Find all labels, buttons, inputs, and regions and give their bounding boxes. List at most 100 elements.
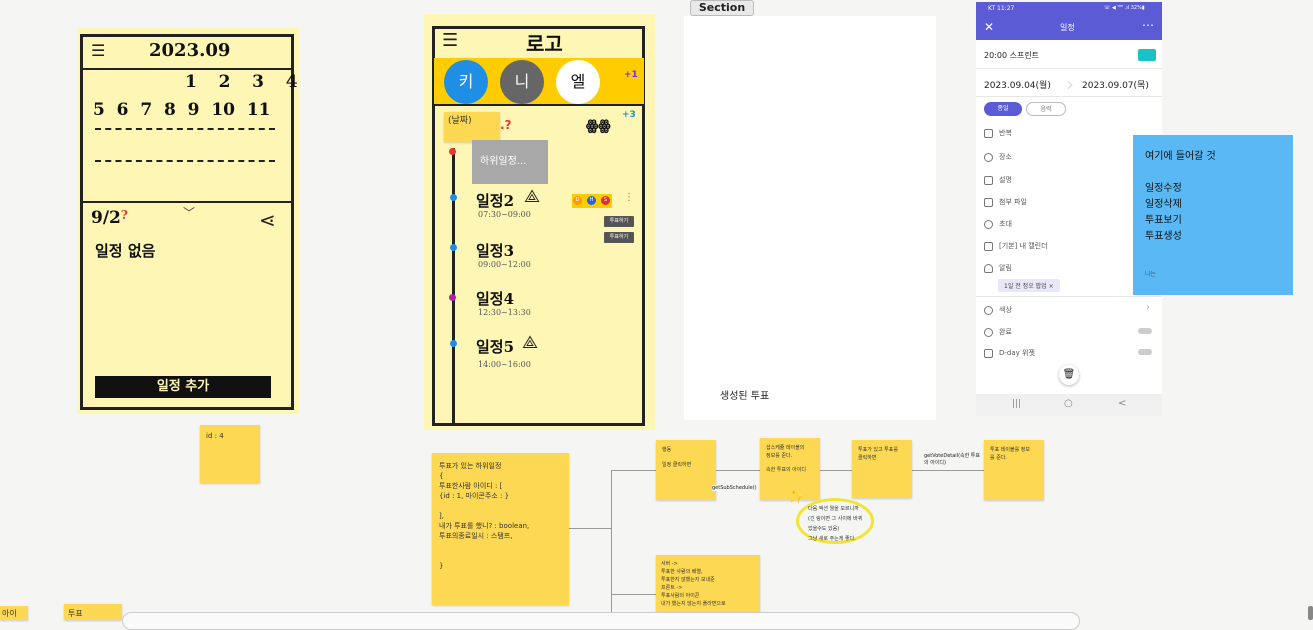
calendar-frame bbox=[80, 34, 294, 410]
start-date[interactable]: 2023.09.04(월) bbox=[984, 81, 1051, 91]
more-icon[interactable]: ⋯ bbox=[1142, 18, 1154, 32]
connector-line bbox=[912, 470, 984, 471]
description-row[interactable]: 설명 bbox=[984, 175, 1012, 185]
note-line bbox=[439, 501, 562, 511]
calendar-color-icon[interactable] bbox=[1138, 49, 1156, 61]
timeline-dot-red bbox=[449, 148, 456, 155]
note-line: 를 준다. bbox=[990, 455, 1007, 461]
vote-subschedule-note[interactable]: 투표가 있는 하위일정 { 투표한사람 아이디 : [ {id : 1, 마이콘… bbox=[432, 453, 569, 605]
event-title[interactable]: 일정2 bbox=[476, 192, 515, 210]
vote-info-note[interactable]: 투표 테이블를 정보 를 준다. bbox=[984, 440, 1044, 500]
note-line: 투표한사람 아이디 : [ bbox=[439, 482, 503, 490]
calendar-icon bbox=[984, 241, 993, 251]
event-title[interactable]: 일정4 bbox=[476, 290, 515, 308]
trash-icon[interactable]: 🗑 bbox=[1059, 365, 1079, 385]
row-label: D-day 위젯 bbox=[999, 349, 1035, 357]
bottom-note-vote[interactable]: 투표 bbox=[64, 604, 122, 620]
timeline-wireframe[interactable]: ☰ 로고 키 니 엘 +1 (날짜) .? ꙮꙮ +3 하위일정... 일정2 … bbox=[424, 14, 655, 430]
recent-apps-icon[interactable]: ||| bbox=[1012, 399, 1022, 409]
dday-row[interactable]: D-day 위젯 bbox=[984, 348, 1035, 358]
chevron-down-icon[interactable]: ﹀ bbox=[183, 206, 196, 220]
row-label: 반복 bbox=[999, 129, 1012, 137]
bottom-note-ai[interactable]: 아이 bbox=[0, 606, 28, 620]
share-icon[interactable]: ⋖ bbox=[259, 208, 276, 232]
document-icon bbox=[984, 175, 993, 185]
selected-date: 9/2? bbox=[91, 208, 128, 228]
note-line: 투표의종료일시 : 스탬프, bbox=[439, 532, 513, 540]
event-title[interactable]: 일정5 bbox=[476, 338, 515, 356]
done-switch[interactable] bbox=[1138, 328, 1152, 334]
note-line: 일정 클릭하면 bbox=[662, 462, 692, 468]
server-note[interactable]: 섭스케쥴 테이블의 정보를 준다. 속한 투표의 아이디 bbox=[760, 438, 820, 500]
note-line: 속한 투표의 아이디 bbox=[766, 467, 806, 473]
note-line: 투표 테이블를 정보 bbox=[990, 447, 1030, 453]
end-date[interactable]: 2023.09.07(목) bbox=[1082, 81, 1149, 91]
menu-icon[interactable]: ☰ bbox=[442, 30, 459, 51]
connector-line bbox=[820, 470, 852, 471]
section-label[interactable]: Section 10 bbox=[690, 0, 754, 28]
note-line: 프론트 -> bbox=[661, 585, 683, 591]
note-line: 투표가 있는 하위일정 bbox=[439, 462, 502, 470]
group-count: +3 bbox=[622, 110, 636, 120]
widget-icon bbox=[984, 348, 993, 358]
event-title[interactable]: 일정3 bbox=[476, 242, 515, 260]
section-area bbox=[684, 16, 936, 420]
action-note[interactable]: 행동 일정 클릭하면 bbox=[656, 440, 716, 500]
calendar-row[interactable]: [기본] 내 캘린더 bbox=[984, 241, 1048, 251]
row-label: 장소 bbox=[999, 153, 1012, 161]
avatar-ki[interactable]: 키 bbox=[444, 60, 488, 104]
repeat-row[interactable]: 반복 bbox=[984, 128, 1012, 138]
avatar-ni[interactable]: 니 bbox=[500, 60, 544, 104]
note-line: 투표한 사람의 배열, bbox=[661, 569, 703, 575]
paperclip-icon bbox=[984, 197, 993, 207]
event-title[interactable]: 20:00 스프린트 bbox=[984, 51, 1040, 60]
date-question: .? bbox=[500, 118, 512, 132]
note-line bbox=[439, 551, 562, 561]
place-row[interactable]: 장소 bbox=[984, 152, 1012, 162]
header-title: 일정 bbox=[1060, 23, 1075, 32]
avatar-el[interactable]: 엘 bbox=[556, 60, 600, 104]
row-label: [기본] 내 캘린더 bbox=[999, 242, 1048, 250]
status-time: KT 11:27 bbox=[988, 5, 1015, 12]
home-icon[interactable]: ○ bbox=[1064, 398, 1073, 409]
bell-icon bbox=[984, 263, 993, 273]
note-line: 다음 액션 뭘을 모르니까 bbox=[808, 506, 859, 512]
id-note[interactable]: id : 4 bbox=[200, 425, 260, 483]
click-vote-note[interactable]: 투표가 있고 투표를 클릭하면 bbox=[852, 440, 912, 498]
dday-switch[interactable] bbox=[1138, 349, 1152, 355]
calendar-wireframe[interactable]: ☰ 2023.09 1 2 3 4 5 6 7 8 9 10 11 ﹀ ⋖ 9/… bbox=[77, 28, 299, 414]
attachment-row[interactable]: 첨부 파일 bbox=[984, 197, 1027, 207]
invite-row[interactable]: 초대 bbox=[984, 219, 1012, 229]
circled-note[interactable] bbox=[796, 498, 874, 544]
mini-avatar-d: D bbox=[573, 196, 582, 205]
row-label: 설명 bbox=[999, 176, 1012, 184]
more-icon[interactable]: ⋮ bbox=[624, 192, 634, 203]
timeline-line bbox=[452, 148, 455, 424]
sub-schedule-box[interactable]: 하위일정... bbox=[472, 140, 548, 184]
vote-button[interactable]: 투표하기 bbox=[604, 216, 634, 227]
event-time: 12:30~13:30 bbox=[478, 308, 531, 317]
calendar-placeholder-dashes-1 bbox=[95, 128, 275, 130]
connector-line bbox=[611, 594, 656, 595]
connector-line bbox=[611, 470, 656, 471]
alarm-row[interactable]: 알림 bbox=[984, 263, 1012, 273]
menu-icon[interactable]: ☰ bbox=[91, 41, 106, 60]
note-line: 투표사람의 아이콘 bbox=[661, 593, 700, 599]
repeat-icon bbox=[984, 128, 993, 138]
allday-toggle[interactable]: 종일 bbox=[984, 102, 1022, 116]
close-icon[interactable]: ✕ bbox=[984, 20, 995, 34]
note-line: 투표한지 않했는지 보내준 bbox=[661, 577, 715, 583]
date-note[interactable]: (날짜) bbox=[444, 112, 500, 142]
server-front-note[interactable]: 서버 -> 투표한 사람의 배열, 투표한지 않했는지 보내준 프론트 -> 투… bbox=[656, 555, 760, 620]
back-icon[interactable]: < bbox=[1118, 398, 1127, 409]
timeline-dot bbox=[450, 244, 457, 251]
event-time: 07:30~09:00 bbox=[478, 210, 531, 219]
blue-note[interactable]: 여기에 들어갈 것 일정수정 일정삭제 투표보기 투표생성 나는 bbox=[1133, 135, 1293, 295]
vote-button[interactable]: 투표하기 bbox=[604, 232, 634, 243]
done-row[interactable]: 완료 bbox=[984, 327, 1012, 337]
scrollbar[interactable] bbox=[1308, 606, 1313, 620]
add-schedule-button[interactable]: 일정 추가 bbox=[95, 376, 271, 398]
color-row[interactable]: 색상 bbox=[984, 305, 1012, 315]
alarm-chip[interactable]: 1일 전 정오 팝업 × bbox=[998, 279, 1060, 292]
lunar-toggle[interactable]: 음력 bbox=[1026, 102, 1066, 116]
